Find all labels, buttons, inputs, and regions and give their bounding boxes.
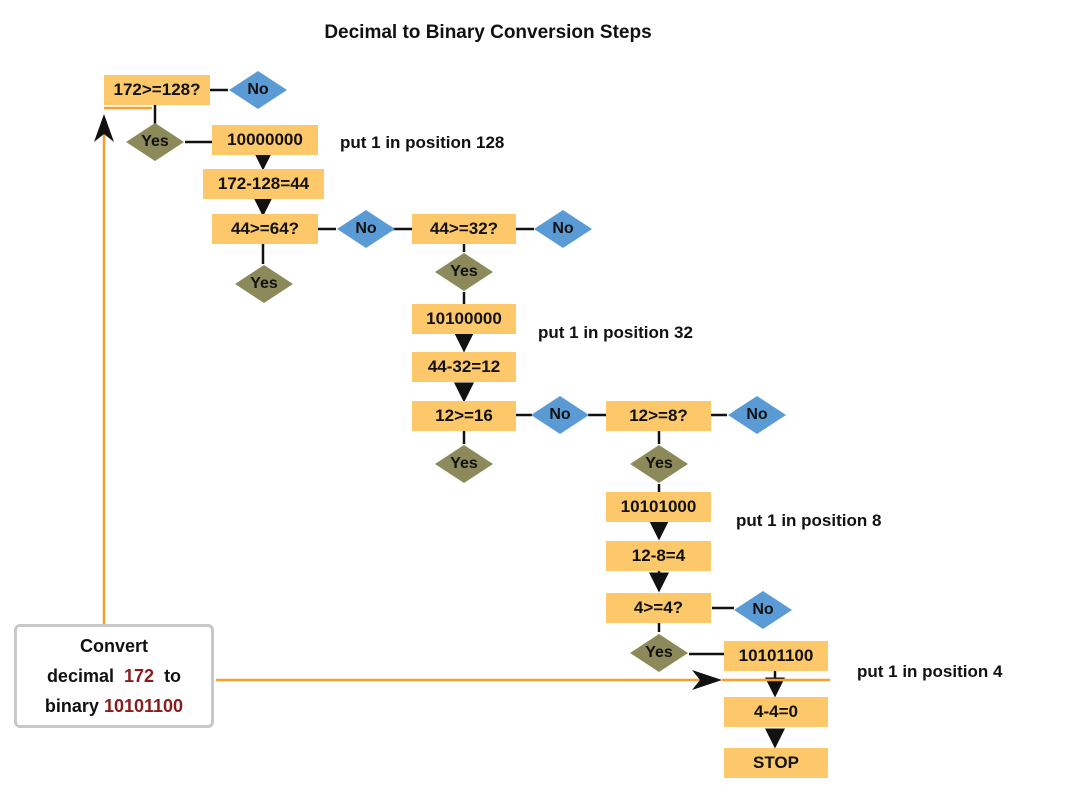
decision-no: No <box>336 209 396 249</box>
box-4-minus-4: 4-4=0 <box>724 697 828 727</box>
decision-yes: Yes <box>629 444 689 484</box>
box-10100000: 10100000 <box>412 304 516 334</box>
decision-no: No <box>727 395 787 435</box>
box-12-ge-16: 12>=16 <box>412 401 516 431</box>
decision-yes-label: Yes <box>250 275 278 292</box>
decision-no-label: No <box>355 220 377 237</box>
decision-yes: Yes <box>629 633 689 673</box>
note-position-128: put 1 in position 128 <box>340 133 505 152</box>
start-decimal-label: decimal <box>46 666 114 686</box>
start-line-1: Convert <box>79 636 148 656</box>
decision-yes: Yes <box>234 264 294 304</box>
start-decimal-value: 172 <box>124 666 155 686</box>
decision-no: No <box>533 209 593 249</box>
note-position-32: put 1 in position 32 <box>538 323 693 342</box>
decision-no: No <box>228 70 288 110</box>
decision-yes-label: Yes <box>645 455 673 472</box>
decision-no: No <box>733 590 793 630</box>
box-44-ge-32: 44>=32? <box>412 214 516 244</box>
start-box: Convert decimal 172 to binary 10101100 <box>14 624 214 728</box>
note-position-8: put 1 in position 8 <box>736 511 882 530</box>
box-172-ge-128: 172>=128? <box>104 75 210 105</box>
box-10101000: 10101000 <box>606 492 711 522</box>
start-binary-label: binary <box>44 696 99 716</box>
start-line-3: binary 10101100 <box>17 691 211 721</box>
box-10000000: 10000000 <box>212 125 318 155</box>
decision-no-label: No <box>746 406 768 423</box>
box-4-ge-4: 4>=4? <box>606 593 711 623</box>
decision-yes-label: Yes <box>450 263 478 280</box>
decision-no-label: No <box>752 601 774 618</box>
decision-yes-label: Yes <box>645 644 673 661</box>
decision-yes: Yes <box>125 122 185 162</box>
box-10101100: 10101100 <box>724 641 828 671</box>
decision-no-label: No <box>552 220 574 237</box>
decision-yes-label: Yes <box>450 455 478 472</box>
decision-no: No <box>530 395 590 435</box>
note-position-4: put 1 in position 4 <box>857 662 1003 681</box>
box-44-minus-32: 44-32=12 <box>412 352 516 382</box>
start-binary-value: 10101100 <box>103 696 184 716</box>
start-to-label: to <box>164 666 182 686</box>
decision-yes: Yes <box>434 444 494 484</box>
decision-no-label: No <box>549 406 571 423</box>
decision-yes-label: Yes <box>141 133 169 150</box>
box-12-ge-8: 12>=8? <box>606 401 711 431</box>
box-172-minus-128: 172-128=44 <box>203 169 324 199</box>
start-line-2: decimal 172 to <box>17 661 211 691</box>
decision-yes: Yes <box>434 252 494 292</box>
decision-no-label: No <box>247 81 269 98</box>
box-12-minus-8: 12-8=4 <box>606 541 711 571</box>
diagram-title: Decimal to Binary Conversion Steps <box>324 22 652 43</box>
box-44-ge-64: 44>=64? <box>212 214 318 244</box>
box-stop: STOP <box>724 748 828 778</box>
